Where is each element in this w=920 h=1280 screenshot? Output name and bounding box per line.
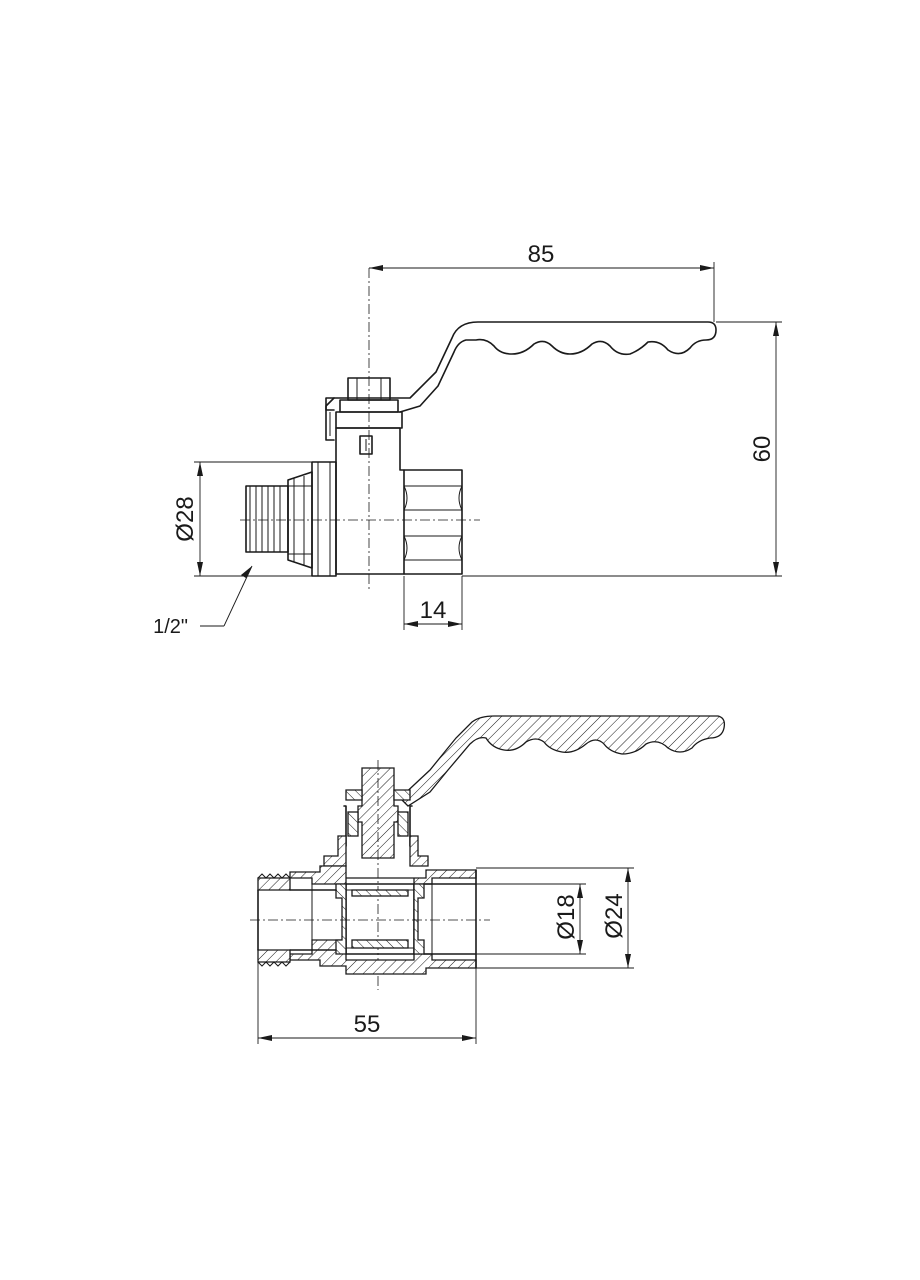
stem-window <box>359 435 373 455</box>
dim-thread-size: 1/2" <box>153 565 253 638</box>
dim-thread-label: 1/2" <box>153 616 188 638</box>
dim-14-label: 14 <box>420 597 447 624</box>
female-end-hex <box>403 469 463 575</box>
dim-overall-height: 60 <box>462 321 782 577</box>
dim-body-diameter: Ø28 <box>172 461 312 577</box>
section-body-top <box>289 865 477 885</box>
dim-female-end: 14 <box>403 576 463 630</box>
dim-overall-length: 55 <box>257 962 477 1044</box>
dim-inner-thread-diameter: Ø24 <box>476 867 634 969</box>
dim-55-label: 55 <box>354 1011 381 1038</box>
section-stem <box>357 767 399 859</box>
valve-body <box>335 427 405 575</box>
dim-60-label: 60 <box>749 436 776 463</box>
dim-o28-label: Ø28 <box>172 496 199 541</box>
front-view: 85 60 Ø28 1/2" <box>153 241 782 638</box>
lever-handle <box>325 321 717 413</box>
dim-handle-reach: 85 <box>369 241 715 322</box>
dim-85-label: 85 <box>528 241 555 268</box>
dim-bore-diameter: Ø18 <box>476 883 586 955</box>
section-lever-handle <box>399 715 726 807</box>
section-view: Ø18 Ø24 55 <box>250 715 726 1044</box>
dim-o24-label: Ø24 <box>601 893 628 938</box>
dim-o18-label: Ø18 <box>553 894 580 939</box>
